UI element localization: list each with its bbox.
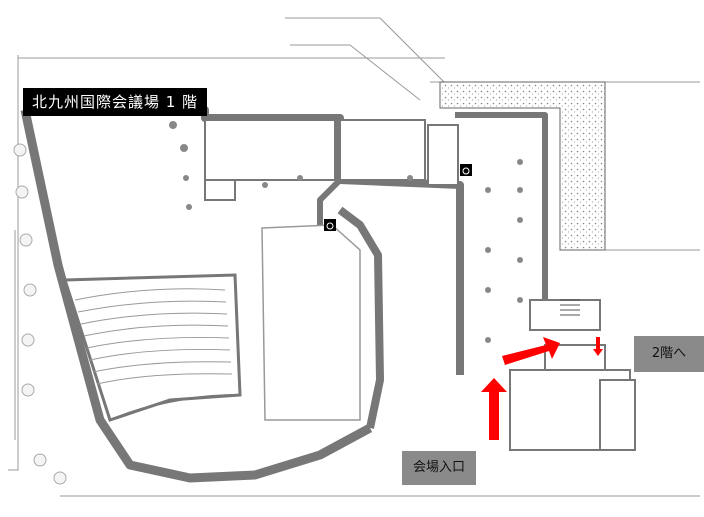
garden-area <box>439 81 606 251</box>
floor2-label[interactable]: 2階へ <box>634 336 704 372</box>
entrance-label[interactable]: 会場入口 <box>402 451 476 485</box>
exhibition-hall <box>261 224 361 421</box>
stairs-icon <box>560 299 580 316</box>
wheelchair-icon <box>324 219 336 231</box>
auditorium <box>62 273 242 422</box>
map-title: 北九州国際会議場 1 階 <box>23 88 207 116</box>
trees <box>13 143 67 485</box>
north-rooms <box>204 119 459 201</box>
arrow-down-icon <box>593 337 603 356</box>
restroom-icon <box>460 164 472 176</box>
route-arrows <box>481 337 603 440</box>
arrow-up-icon <box>481 378 507 440</box>
southeast-rooms <box>509 299 636 451</box>
columns <box>169 121 523 343</box>
arrow-right-icon <box>502 337 560 365</box>
